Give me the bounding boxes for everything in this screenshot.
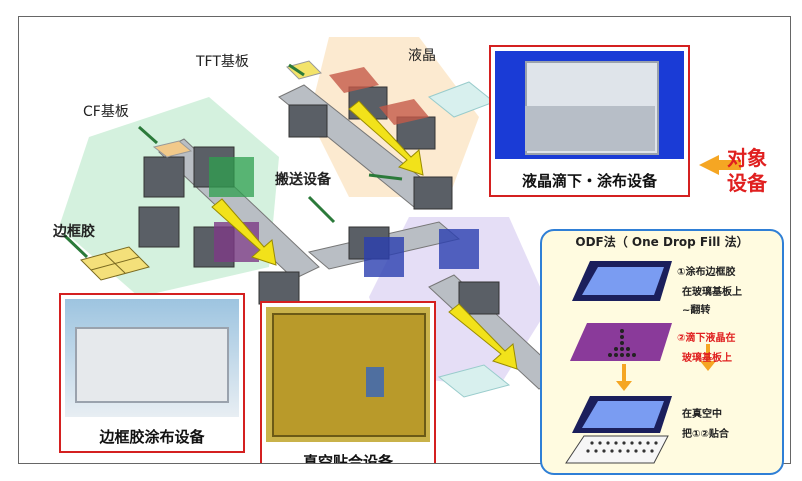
red-panel-2 bbox=[379, 99, 429, 125]
flow-arrow-2 bbox=[211, 198, 277, 266]
lc-drop-equipment-box: 液晶滴下・涂布设备 bbox=[489, 45, 690, 197]
sealant-machine bbox=[75, 327, 229, 403]
odf-step1-a: ①涂布边框胶 bbox=[677, 267, 736, 278]
odf-step3-a: 在真空中 bbox=[682, 409, 722, 420]
machine-5 bbox=[143, 156, 185, 198]
target-label: 对象 设备 bbox=[727, 146, 767, 196]
odf-keyboard-dots bbox=[586, 441, 658, 453]
factory-illustration bbox=[59, 37, 741, 398]
odf-panel-3-inner bbox=[582, 401, 664, 428]
transport-pointer-2 bbox=[307, 195, 336, 224]
vacuum-machine bbox=[272, 313, 426, 437]
tft-pointer bbox=[288, 63, 305, 77]
target-line2: 设备 bbox=[727, 171, 767, 195]
vacuum-equipment-box: 真空贴合设备 bbox=[260, 301, 436, 463]
odf-arrow-2-shaft bbox=[706, 344, 710, 364]
odf-drops bbox=[608, 329, 636, 357]
target-arrow-icon bbox=[699, 155, 741, 175]
diagram-frame: TFT基板 液晶 CF基板 搬送设备 边框胶 液晶滴下・涂布设备 对象 设备 边… bbox=[18, 16, 791, 464]
odf-arrow-2-icon bbox=[700, 361, 716, 371]
sealant-caption: 边框胶涂布设备 bbox=[61, 421, 243, 451]
cf-pointer bbox=[138, 125, 158, 145]
machine-11 bbox=[458, 281, 500, 315]
odf-illustration bbox=[565, 261, 716, 464]
bonded-sheet bbox=[437, 364, 511, 398]
flow-arrow-3 bbox=[448, 303, 518, 370]
cf-substrate-icon bbox=[152, 140, 193, 158]
odf-step1-b: 在玻璃基板上 bbox=[682, 287, 742, 298]
lc-drop-caption: 液晶滴下・涂布设备 bbox=[491, 165, 688, 195]
target-line1: 对象 bbox=[727, 146, 767, 170]
machine-4 bbox=[413, 176, 453, 210]
lc-label: 液晶 bbox=[408, 48, 436, 64]
machine-1 bbox=[288, 104, 328, 138]
tft-label: TFT基板 bbox=[196, 54, 249, 70]
sealant-line-2 bbox=[90, 256, 140, 271]
odf-step3-b: 把①②贴合 bbox=[682, 429, 729, 440]
odf-panel-1-inner bbox=[582, 267, 664, 295]
machine-7 bbox=[138, 206, 180, 248]
sealant-label: 边框胶 bbox=[53, 224, 95, 240]
flow-arrow-1 bbox=[348, 100, 424, 176]
lc-drop-photo bbox=[495, 51, 684, 159]
sealant-pointer bbox=[62, 233, 89, 259]
blue-box-2 bbox=[439, 229, 479, 269]
transport-pointer-1 bbox=[368, 173, 403, 181]
vacuum-panel bbox=[366, 367, 384, 397]
vacuum-photo bbox=[266, 307, 430, 442]
lc-drop-machine-base bbox=[525, 106, 655, 151]
red-panel-1 bbox=[329, 67, 379, 93]
odf-step2-a: ②滴下液晶在 bbox=[677, 333, 736, 344]
odf-method-box: ODF法（ One Drop Fill 法） ①涂布边框胶 在玻璃基板上 ~翻转… bbox=[540, 229, 784, 475]
cf-label: CF基板 bbox=[83, 104, 129, 120]
odf-panel-4 bbox=[565, 435, 669, 464]
odf-step2-b: 玻璃基板上 bbox=[682, 353, 732, 364]
odf-step1-c: ~翻转 bbox=[682, 305, 711, 316]
odf-arrow-1-icon bbox=[616, 381, 632, 391]
transport-label: 搬送设备 bbox=[275, 172, 331, 188]
vacuum-caption: 真空贴合设备 bbox=[262, 446, 434, 463]
blue-box-1 bbox=[364, 237, 404, 277]
machine-9 bbox=[258, 271, 300, 305]
odf-title: ODF法（ One Drop Fill 法） bbox=[575, 235, 749, 249]
tft-substrate-icon bbox=[286, 60, 322, 80]
green-box-1 bbox=[209, 157, 254, 197]
sealant-equipment-box: 边框胶涂布设备 bbox=[59, 293, 245, 453]
odf-arrow-1-shaft bbox=[622, 364, 626, 384]
sealant-photo bbox=[65, 299, 239, 417]
